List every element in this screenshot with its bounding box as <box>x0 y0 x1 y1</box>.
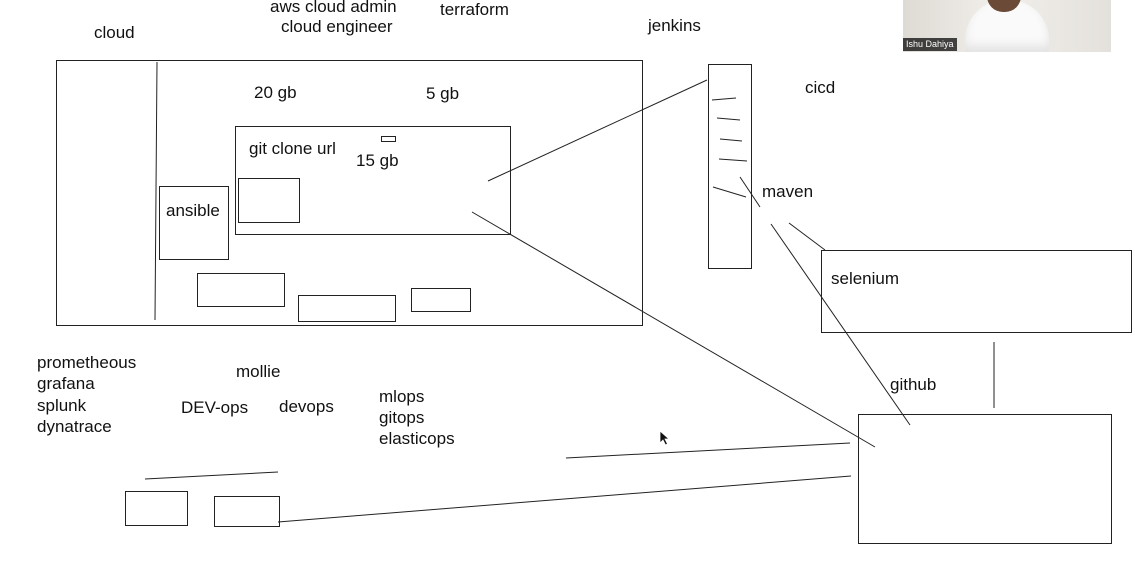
label-monitoring-2: grafana <box>37 374 95 393</box>
label-git-clone-url: git clone url <box>249 139 336 158</box>
server-box-1 <box>197 273 285 307</box>
jenkins-tick <box>711 97 737 101</box>
label-ops-2: gitops <box>379 408 425 427</box>
connector-git-github <box>471 211 876 448</box>
label-maven: maven <box>762 182 814 201</box>
server-box-2 <box>298 295 396 322</box>
bottom-box-2 <box>214 496 280 527</box>
jenkins-tick <box>739 176 761 208</box>
underline-stroke <box>144 471 279 480</box>
git-repo-box <box>235 126 511 235</box>
label-mollie: mollie <box>236 362 281 381</box>
label-cloud-engineer: cloud engineer <box>281 17 393 36</box>
selenium-box <box>821 250 1132 333</box>
label-devops: devops <box>279 397 334 416</box>
label-ops-1: mlops <box>379 387 425 406</box>
label-selenium: selenium <box>831 269 900 288</box>
label-monitoring-3: splunk <box>37 396 87 415</box>
jenkins-tick <box>719 138 743 142</box>
label-github: github <box>890 375 937 394</box>
mouse-cursor-icon <box>659 430 671 446</box>
connector-github-small-box <box>277 475 852 523</box>
divider-line <box>154 61 158 321</box>
presenter-face <box>987 0 1021 12</box>
label-jenkins: jenkins <box>648 16 701 35</box>
label-cloud: cloud <box>94 23 135 42</box>
connector-github-left <box>565 442 851 459</box>
label-ops-3: elasticops <box>379 429 455 448</box>
label-monitoring-4: dynatrace <box>37 417 112 436</box>
jenkins-tick <box>718 158 748 162</box>
main-cloud-box <box>56 60 643 326</box>
connector-jenkins-github <box>770 223 911 426</box>
label-aws-cloud-admin: aws cloud admin <box>270 0 397 16</box>
inner-square-box <box>238 178 300 223</box>
label-20gb: 20 gb <box>254 83 297 102</box>
jenkins-pipeline-box <box>708 64 752 269</box>
ansible-box <box>159 186 229 260</box>
presenter-video-thumbnail[interactable]: Ishu Dahiya <box>903 0 1111 52</box>
github-box <box>858 414 1112 544</box>
bottom-box-1 <box>125 491 188 526</box>
jenkins-tick <box>716 117 741 121</box>
label-15gb: 15 gb <box>356 151 399 170</box>
label-cicd: cicd <box>805 78 836 97</box>
small-marker-box <box>381 136 396 142</box>
label-terraform: terraform <box>440 0 509 19</box>
label-monitoring-1: prometheous <box>37 353 137 372</box>
jenkins-tick <box>712 186 747 198</box>
presenter-name: Ishu Dahiya <box>903 38 957 51</box>
connector-git-jenkins <box>487 79 708 182</box>
connector-jenkins-selenium <box>788 222 826 251</box>
label-dev-ops: DEV-ops <box>181 398 249 417</box>
label-5gb: 5 gb <box>426 84 460 103</box>
label-ansible: ansible <box>166 201 220 220</box>
server-box-3 <box>411 288 471 312</box>
